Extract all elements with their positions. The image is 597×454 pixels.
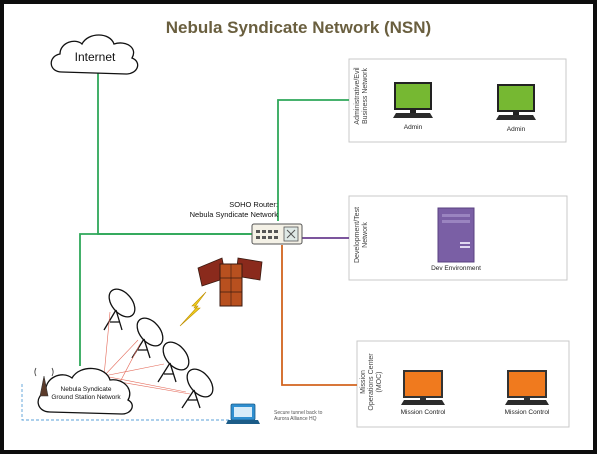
mission-control-computer-icon[interactable] (505, 370, 549, 405)
router-label: SOHO Router: Nebula Syndicate Network (158, 200, 278, 220)
tunnel-label-line1: Secure tunnel back to (274, 410, 323, 416)
admin-zone-title-line1: Administrative/Evil (354, 67, 361, 125)
moc-zone-title: Mission Operations Center (MOC) (360, 344, 384, 420)
admin-node-label: Admin (403, 124, 423, 131)
admin-computer-icon[interactable] (393, 82, 433, 118)
laptop-icon[interactable] (226, 403, 260, 424)
soho-router-icon[interactable] (251, 223, 303, 245)
moc-zone-title-line3: (MOC) (376, 371, 383, 393)
dish-antenna-icon (181, 368, 214, 409)
router-to-moc-link (281, 245, 357, 386)
radio-tower-icon (34, 367, 54, 397)
secure-tunnel-line (21, 384, 232, 421)
dish-antenna-icon (131, 317, 164, 359)
server-icon[interactable] (437, 207, 475, 263)
moc-zone-title-line1: Mission (360, 370, 367, 394)
dish-antenna-icon (103, 288, 136, 331)
ground-station-label: Nebula Syndicate Ground Station Network (40, 386, 132, 402)
tunnel-label: Secure tunnel back to Aurora Alliance HQ (274, 410, 344, 422)
dev-zone-title: Development/Test Network (354, 196, 370, 274)
admin-zone-title-line2: Business Network (362, 67, 369, 125)
moc-zone-title-line2: Operations Center (368, 353, 375, 411)
router-label-line2: Nebula Syndicate Network (189, 210, 278, 219)
moc-node-label: Mission Control (504, 409, 550, 416)
diagram-title: Nebula Syndicate Network (NSN) (165, 18, 432, 37)
router-to-admin-link (277, 99, 349, 221)
dish-antenna-group (103, 288, 214, 409)
satellite-icon (197, 257, 263, 307)
admin-node-label: Admin (506, 126, 526, 133)
ground-station-label-line2: Ground Station Network (51, 394, 121, 401)
radio-link-lines (103, 311, 191, 395)
internet-cloud-icon (50, 34, 139, 75)
router-label-line1: SOHO Router: (229, 200, 278, 209)
dev-node-label: Dev Environment (431, 265, 481, 272)
mission-control-computer-icon[interactable] (401, 370, 445, 405)
admin-computer-icon[interactable] (496, 84, 536, 120)
router-to-groundstation-link (79, 233, 252, 366)
lightning-bolt-icon (179, 291, 207, 327)
tunnel-label-line2: Aurora Alliance HQ (274, 416, 317, 422)
ground-station-label-line1: Nebula Syndicate (60, 386, 112, 393)
internet-label: Internet (74, 50, 116, 64)
moc-node-label: Mission Control (400, 409, 446, 416)
dish-antenna-icon (157, 341, 190, 383)
dev-zone-title-line1: Development/Test (354, 206, 361, 264)
admin-zone-title: Administrative/Evil Business Network (354, 56, 370, 136)
green-links (79, 73, 349, 366)
dev-zone-title-line2: Network (362, 222, 369, 248)
